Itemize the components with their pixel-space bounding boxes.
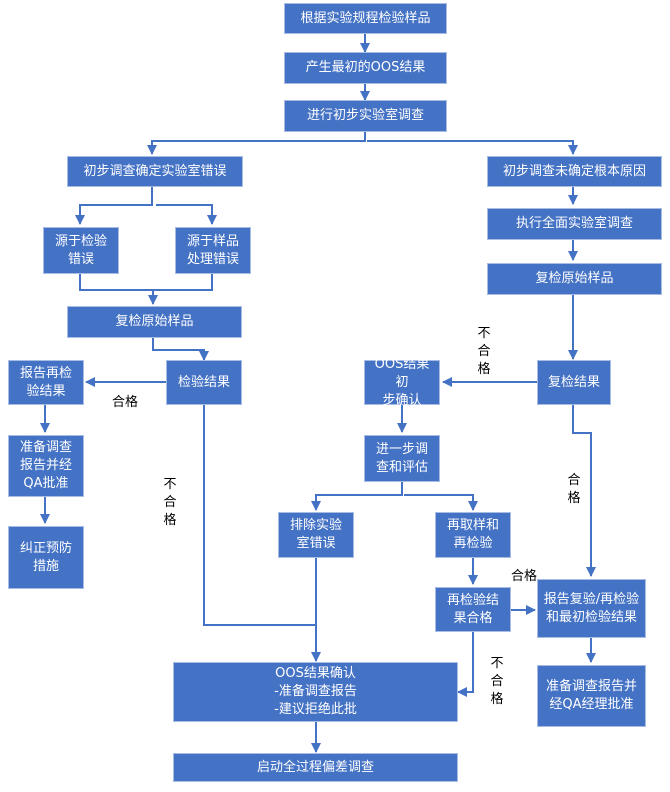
line-n7-merge xyxy=(153,274,213,291)
node-retest-pass: 再检验结 果合格 xyxy=(435,587,511,632)
node-retest-original-left: 复检原始样品 xyxy=(67,306,242,338)
node-oos-confirmed: OOS结果确认 -准备调查报告 -建议拒绝此批 xyxy=(173,662,458,722)
node-report-retest-and-initial: 报告复验/再检验 和最初检验结果 xyxy=(537,579,646,638)
arrow-n4-n7 xyxy=(156,204,217,225)
line-n12-down xyxy=(203,405,316,626)
arrow-n14-n21 xyxy=(572,405,596,577)
node-test-sample: 根据实验规程检验样品 xyxy=(284,3,447,34)
node-test-result: 检验结果 xyxy=(166,360,242,405)
node-exclude-lab-error: 排除实验 室错误 xyxy=(278,512,354,558)
label-pass-left: 合格 xyxy=(111,395,138,410)
node-initial-lab-investigation: 进行初步实验室调查 xyxy=(284,100,447,132)
node-deviation-investigation: 启动全过程偏差调查 xyxy=(173,753,458,782)
label-pass-right: 合 格 xyxy=(567,473,581,506)
arrow-n3-split xyxy=(147,132,366,155)
node-lab-error-confirmed: 初步调查确定实验室错误 xyxy=(67,156,243,187)
arrow-n9-n12 xyxy=(152,338,209,361)
node-oos-preliminary-confirm: OOS结果初 步确认 xyxy=(364,357,440,408)
arrow-n16-n19 xyxy=(404,494,478,511)
label-fail-middle: 不 合 格 xyxy=(163,477,177,528)
node-retest-original-right: 复检原始样品 xyxy=(487,263,662,295)
node-retest-result: 复检结果 xyxy=(537,360,611,405)
node-report-qa-manager: 准备调查报告并 经QA经理批准 xyxy=(537,665,646,727)
arrow-n6-n9 xyxy=(79,274,158,305)
label-fail-retest: 不 合 格 xyxy=(477,326,491,377)
node-capa: 纠正预防 措施 xyxy=(8,526,84,589)
node-full-lab-investigation: 执行全面实验室调查 xyxy=(487,208,662,240)
node-root-cause-unknown: 初步调查未确定根本原因 xyxy=(487,156,662,187)
arrow-n4-split xyxy=(75,186,153,225)
arrow-n3-n5 xyxy=(367,140,578,155)
arrow-n16-split xyxy=(311,482,403,511)
label-pass-retest: 合格 xyxy=(510,569,537,584)
node-further-investigation: 进一步调 查和评估 xyxy=(364,435,440,482)
node-prepare-report-qa: 准备调查 报告并经 QA批准 xyxy=(8,435,84,497)
node-sample-handling-error: 源于样品 处理错误 xyxy=(175,227,251,274)
label-fail-bottom: 不 合 格 xyxy=(490,656,504,707)
node-resample-retest: 再取样和 再检验 xyxy=(435,512,511,558)
node-report-retest-results: 报告再检 验结果 xyxy=(8,360,84,405)
node-testing-error: 源于检验 错误 xyxy=(43,227,119,274)
node-initial-oos-result: 产生最初的OOS结果 xyxy=(284,52,447,84)
arrow-n20-n22 xyxy=(457,632,474,697)
